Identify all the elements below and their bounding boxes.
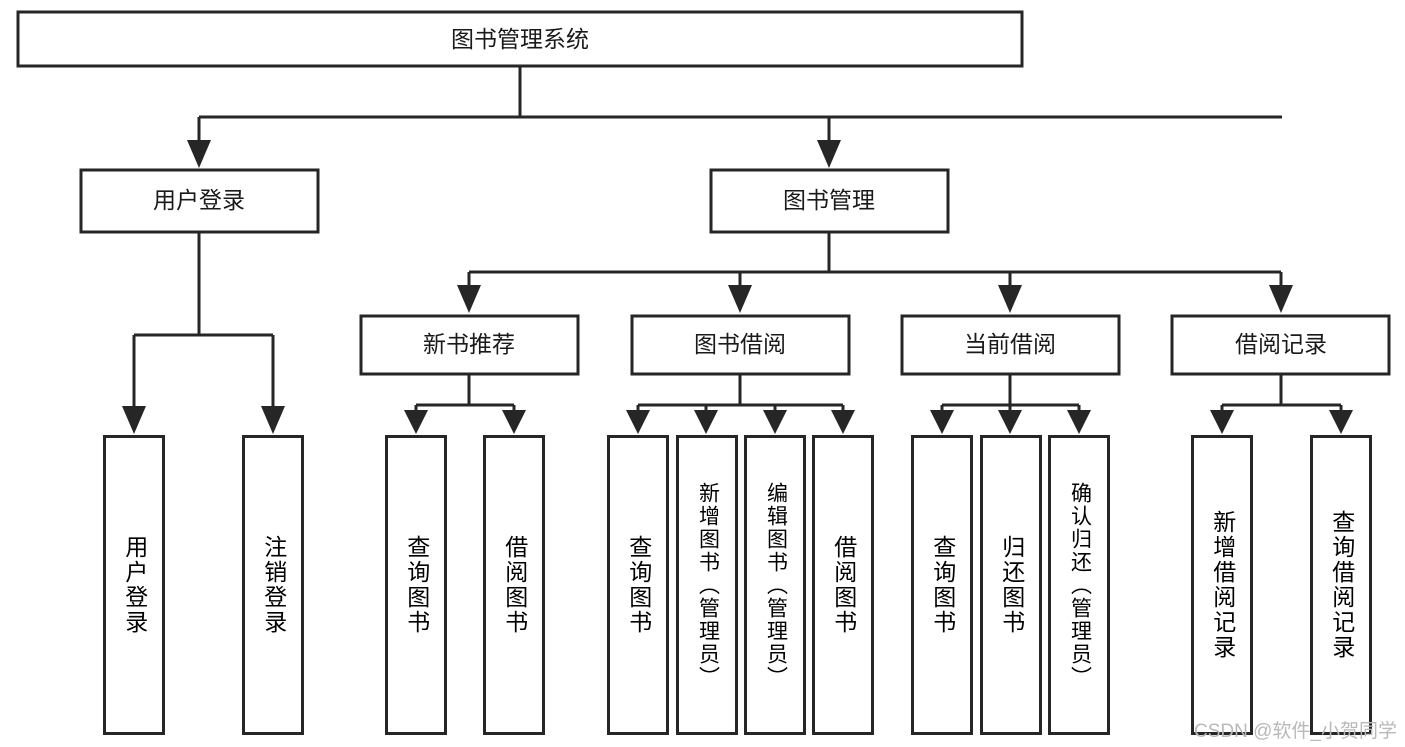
node-user-login-label: 用户登录 (153, 187, 245, 213)
node-borrow-record-label: 借阅记录 (1235, 331, 1327, 357)
leaf-edit-book-admin-label: 编辑图书（管理员） (764, 481, 788, 689)
leaf-query-book-borrow[interactable]: 查询图书 (607, 435, 669, 735)
connector-root-to-level2 (187, 66, 1282, 168)
leaf-borrow-book-recommend[interactable]: 借阅图书 (483, 435, 545, 735)
leaf-add-borrow-record[interactable]: 新增借阅记录 (1191, 435, 1253, 735)
leaf-query-book-recommend-label: 查询图书 (403, 535, 430, 635)
node-book-management-label: 图书管理 (783, 187, 875, 213)
leaf-logout-label: 注销登录 (260, 535, 287, 635)
node-root-label: 图书管理系统 (451, 26, 589, 52)
leaf-query-book-current-label: 查询图书 (929, 535, 956, 635)
node-new-book-recommend[interactable]: 新书推荐 (359, 314, 580, 376)
node-root-box (16, 10, 1024, 68)
leaf-confirm-return-admin[interactable]: 确认归还（管理员） (1048, 435, 1110, 735)
leaf-borrow-book-recommend-label: 借阅图书 (501, 535, 528, 635)
leaf-logout[interactable]: 注销登录 (242, 435, 304, 735)
node-new-book-recommend-label: 新书推荐 (423, 331, 515, 357)
leaf-query-book-borrow-label: 查询图书 (625, 535, 652, 635)
connector-user-login-to-leaves (122, 232, 285, 434)
leaf-add-book-admin-label: 新增图书（管理员） (696, 481, 720, 689)
leaf-confirm-return-admin-label: 确认归还（管理员） (1068, 481, 1092, 689)
node-user-login[interactable]: 用户登录 (79, 168, 320, 234)
leaf-edit-book-admin[interactable]: 编辑图书（管理员） (744, 435, 806, 735)
connector-book-borrow-to-leaves (626, 374, 855, 434)
node-root[interactable]: 图书管理系统 (16, 10, 1024, 68)
connector-new-book-recommend-to-leaves (404, 374, 526, 434)
leaf-return-book[interactable]: 归还图书 (980, 435, 1042, 735)
leaf-add-borrow-record-label: 新增借阅记录 (1209, 510, 1236, 660)
node-book-borrow[interactable]: 图书借阅 (630, 314, 851, 376)
node-current-borrow[interactable]: 当前借阅 (900, 314, 1121, 376)
node-current-borrow-label: 当前借阅 (964, 331, 1056, 357)
leaf-query-book-recommend[interactable]: 查询图书 (385, 435, 447, 735)
connector-book-management-to-level3 (457, 232, 1293, 313)
node-current-borrow-box (900, 314, 1121, 376)
leaf-user-login[interactable]: 用户登录 (103, 435, 165, 735)
node-book-borrow-label: 图书借阅 (694, 331, 786, 357)
connector-borrow-record-to-leaves (1210, 374, 1353, 434)
leaf-user-login-label: 用户登录 (121, 535, 148, 635)
leaf-return-book-label: 归还图书 (998, 535, 1025, 635)
node-book-borrow-box (630, 314, 851, 376)
leaf-add-book-admin[interactable]: 新增图书（管理员） (676, 435, 738, 735)
leaf-query-borrow-record-label: 查询借阅记录 (1328, 510, 1355, 660)
node-borrow-record[interactable]: 借阅记录 (1170, 314, 1391, 376)
leaf-query-borrow-record[interactable]: 查询借阅记录 (1310, 435, 1372, 735)
connector-current-borrow-to-leaves (930, 374, 1091, 434)
node-new-book-recommend-box (359, 314, 580, 376)
leaf-borrow-book-label: 借阅图书 (830, 535, 857, 635)
node-book-management[interactable]: 图书管理 (709, 168, 950, 234)
leaf-query-book-current[interactable]: 查询图书 (911, 435, 973, 735)
leaf-borrow-book[interactable]: 借阅图书 (812, 435, 874, 735)
